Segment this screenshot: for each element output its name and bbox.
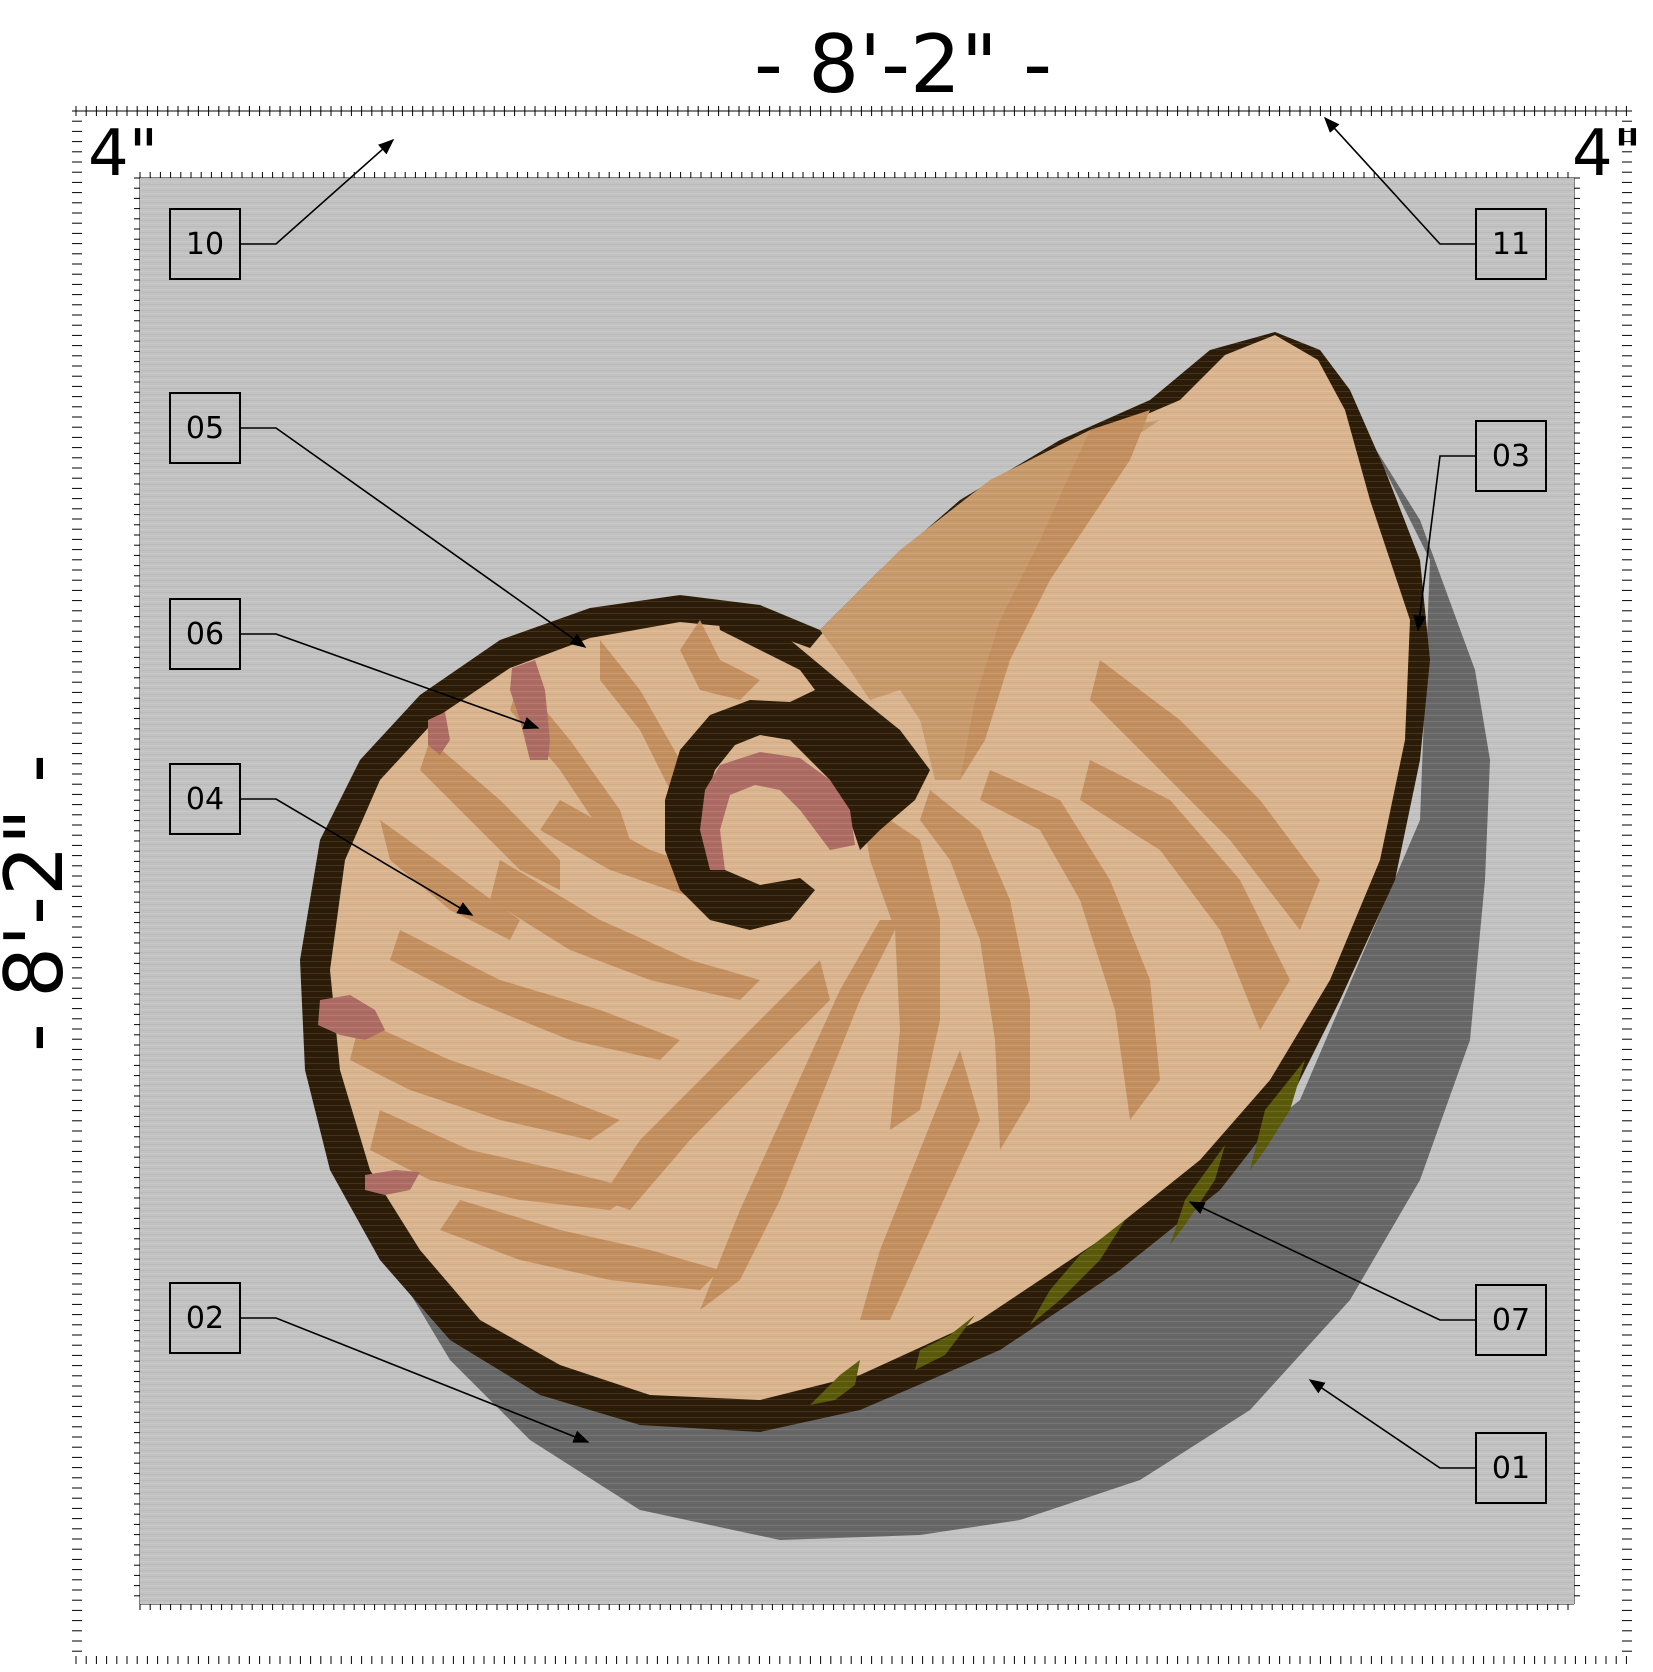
callout-label-02: 02 bbox=[186, 1301, 224, 1336]
callout-label-01: 01 bbox=[1492, 1451, 1530, 1486]
wood-grain-overlay bbox=[140, 178, 1574, 1604]
callout-label-04: 04 bbox=[186, 782, 224, 817]
leader-line-07 bbox=[1188, 1201, 1476, 1321]
leader-line-11 bbox=[1323, 116, 1476, 245]
callout-06: 06 bbox=[169, 598, 540, 730]
callout-07: 07 bbox=[1188, 1201, 1547, 1356]
right-border-dimension: 4" bbox=[1572, 117, 1642, 191]
callout-02: 02 bbox=[169, 1282, 590, 1443]
overall-height-dimension: - 8'-2" - bbox=[0, 754, 81, 1052]
callout-04: 04 bbox=[169, 763, 474, 916]
callout-label-03: 03 bbox=[1492, 439, 1530, 474]
overall-width-dimension: - 8'-2" - bbox=[754, 18, 1052, 111]
callout-label-06: 06 bbox=[186, 617, 224, 652]
leader-line-04 bbox=[240, 798, 474, 916]
callout-label-05: 05 bbox=[186, 411, 224, 446]
leader-line-05 bbox=[240, 427, 587, 648]
left-border-dimension: 4" bbox=[88, 117, 158, 191]
callout-05: 05 bbox=[169, 392, 587, 648]
callout-label-11: 11 bbox=[1492, 227, 1530, 262]
leader-line-10 bbox=[240, 138, 395, 245]
leader-line-02 bbox=[240, 1317, 590, 1443]
callout-10: 10 bbox=[169, 138, 395, 280]
callout-11: 11 bbox=[1323, 116, 1547, 280]
callout-03: 03 bbox=[1413, 420, 1547, 632]
callout-label-10: 10 bbox=[186, 227, 224, 262]
leader-line-03 bbox=[1413, 455, 1476, 632]
callout-label-07: 07 bbox=[1492, 1303, 1530, 1338]
leader-line-01 bbox=[1308, 1379, 1476, 1469]
leader-line-06 bbox=[240, 633, 540, 730]
callout-01: 01 bbox=[1308, 1379, 1547, 1504]
callout-layer: 10 11 05 03 06 04 bbox=[169, 116, 1547, 1504]
